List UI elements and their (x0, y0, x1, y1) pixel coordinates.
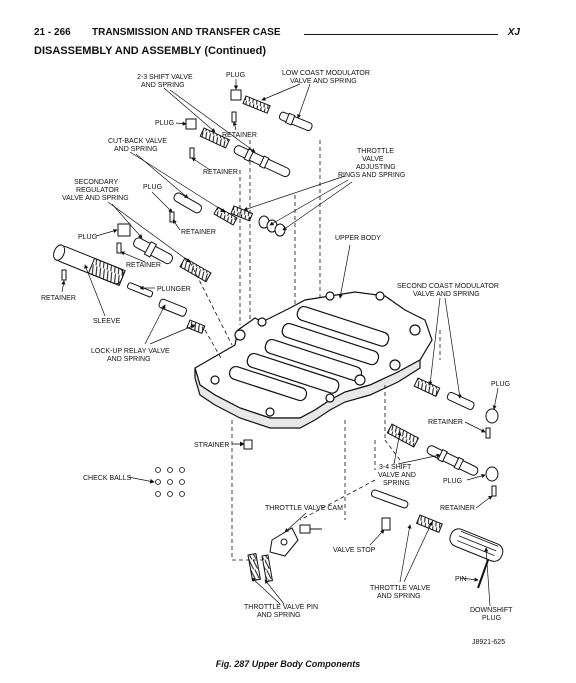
label-low-coast: VALVE AND SPRING (290, 78, 357, 85)
second-coast-valve (446, 391, 475, 410)
downshift-plug (449, 528, 504, 562)
strainer-part (243, 439, 253, 450)
label-throttle-pin: THROTTLE VALVE PIN (244, 604, 318, 611)
label-sleeve: SLEEVE (93, 318, 121, 325)
label-plug-3: PLUG (143, 184, 162, 191)
page-number: 21 - 266 (34, 27, 71, 38)
retainer-right2-part (491, 485, 497, 497)
assembly-guide-lines (189, 140, 441, 561)
retainer-top-part (231, 111, 237, 123)
callout-labels: 2-3 SHIFT VALVE AND SPRING PLUG LOW COAS… (41, 70, 513, 622)
label-plug-right: PLUG (491, 381, 510, 388)
label-throttle-adj: ADJUSTING (356, 164, 396, 171)
label-throttle-adj: RINGS AND SPRING (338, 172, 405, 179)
label-shift-23: 2-3 SHIFT VALVE (137, 74, 193, 81)
label-shift-34: 3-4 SHIFT (379, 464, 412, 471)
shift-23-spring (199, 127, 231, 149)
low-coast-valve (278, 111, 313, 132)
label-plug-2: PLUG (155, 120, 174, 127)
label-cutback: AND SPRING (114, 146, 158, 153)
throttle-pin-spring (247, 553, 261, 582)
page-header: 21 - 266 TRANSMISSION AND TRANSFER CASE … (34, 27, 520, 41)
cutback-valve (173, 192, 203, 214)
leader-lines (61, 79, 499, 607)
pin-part (477, 559, 489, 589)
retainer-2-part (189, 147, 195, 159)
shift-34-spring (386, 423, 420, 448)
label-check-balls: CHECK BALLS (83, 475, 132, 482)
vehicle-code: XJ (507, 27, 520, 38)
label-valve-stop: VALVE STOP (333, 547, 376, 554)
sleeve-part (53, 244, 126, 287)
label-plug-4: PLUG (78, 234, 97, 241)
label-plunger: PLUNGER (157, 286, 191, 293)
retainer-4-part (116, 242, 122, 254)
throttle-valve-spring (415, 514, 443, 533)
label-cutback: CUT-BACK VALVE (108, 138, 167, 145)
label-retainer-4: RETAINER (126, 262, 161, 269)
valve-stop-part (381, 517, 391, 531)
label-shift-23: AND SPRING (141, 82, 185, 89)
retainer-5-part (61, 269, 67, 281)
page-subtitle: DISASSEMBLY AND ASSEMBLY (Continued) (34, 45, 267, 57)
label-shift-34: VALVE AND (378, 472, 416, 479)
label-lockup: AND SPRING (107, 356, 151, 363)
label-throttle-spring: THROTTLE VALVE (370, 585, 431, 592)
label-throttle-pin: AND SPRING (257, 612, 301, 619)
label-retainer-right2: RETAINER (440, 505, 475, 512)
label-upper-body: UPPER BODY (335, 235, 381, 242)
lockup-spring (186, 319, 206, 335)
label-low-coast: LOW COAST MODULATOR (282, 70, 370, 77)
label-secondary-reg: REGULATOR (76, 187, 119, 194)
label-retainer-top: RETAINER (222, 132, 257, 139)
plug-right2-part (485, 466, 499, 482)
plug-3-part (117, 223, 131, 237)
label-throttle-cam: THROTTLE VALVE CAM (265, 505, 343, 512)
secondary-regulator-valve (133, 237, 174, 265)
low-coast-spring (242, 95, 271, 114)
throttle-pin-spring (261, 554, 274, 583)
throttle-cam (269, 524, 322, 557)
label-retainer-right: RETAINER (428, 419, 463, 426)
label-second-coast: SECOND COAST MODULATOR (397, 283, 499, 290)
label-retainer-3: RETAINER (181, 229, 216, 236)
label-pin: PIN (455, 576, 467, 583)
label-plug-top: PLUG (226, 72, 245, 79)
label-throttle-adj: VALVE (362, 156, 384, 163)
plug-top-part (230, 89, 242, 101)
plunger-part (126, 282, 154, 298)
plug-2-part (185, 118, 197, 130)
label-downshift: PLUG (482, 615, 501, 622)
label-retainer-2: RETAINER (203, 169, 238, 176)
label-plug-right2: PLUG (443, 478, 462, 485)
shift-34-valve (426, 445, 479, 476)
header-rule (304, 34, 498, 35)
label-downshift: DOWNSHIFT (470, 607, 513, 614)
check-balls-set (155, 467, 185, 497)
label-strainer: STRAINER (194, 442, 229, 449)
throttle-adj-spring (230, 205, 254, 222)
plug-right-part (485, 408, 499, 424)
cutback-spring (213, 206, 238, 226)
secondary-regulator-spring (179, 257, 212, 283)
label-lockup: LOCK-UP RELAY VALVE (91, 348, 170, 355)
shift-23-valve (233, 145, 291, 178)
label-shift-34: SPRING (383, 480, 410, 487)
label-second-coast: VALVE AND SPRING (413, 291, 480, 298)
lockup-valve (158, 298, 188, 317)
label-throttle-adj: THROTTLE (357, 148, 394, 155)
label-throttle-spring: AND SPRING (377, 593, 421, 600)
label-secondary-reg: VALVE AND SPRING (62, 195, 129, 202)
second-coast-spring (413, 377, 441, 397)
figure-caption: Fig. 287 Upper Body Components (215, 659, 361, 669)
label-secondary-reg: SECONDARY (74, 179, 119, 186)
label-retainer-5: RETAINER (41, 295, 76, 302)
throttle-valve (370, 489, 409, 509)
figure-part-number: J8921-625 (472, 639, 506, 646)
section-title: TRANSMISSION AND TRANSFER CASE (92, 27, 281, 38)
retainer-right-part (485, 427, 491, 439)
upper-body-casting (194, 291, 433, 429)
